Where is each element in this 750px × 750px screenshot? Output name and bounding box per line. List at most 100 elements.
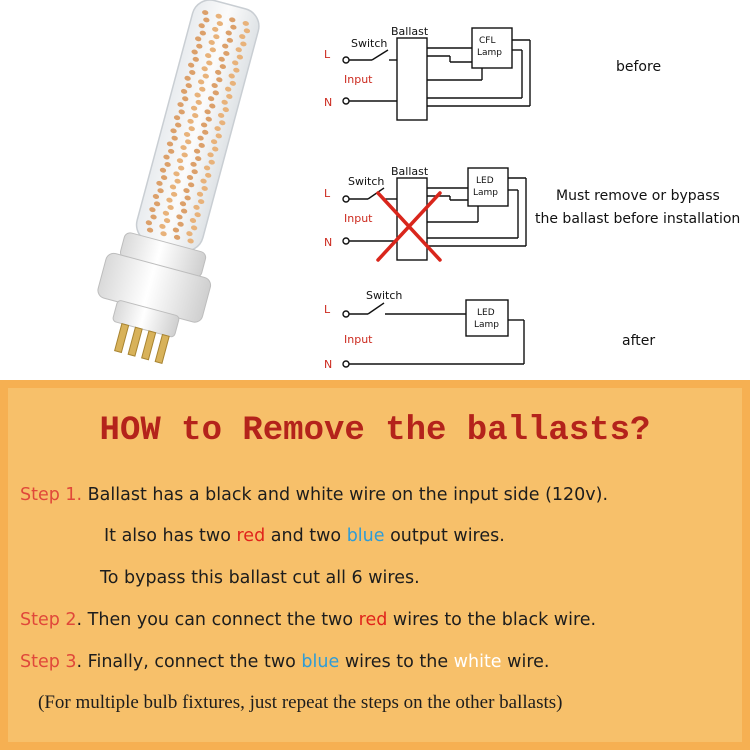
led-dot xyxy=(210,139,218,145)
step2-line: Step 2. Then you can connect the two red… xyxy=(20,610,596,630)
led-dot xyxy=(212,146,219,152)
led-dot xyxy=(226,94,233,99)
led-dot xyxy=(153,201,161,207)
led-dot xyxy=(170,191,178,197)
lamp-label-line2: Lamp xyxy=(474,320,499,330)
diagram-after xyxy=(342,299,525,368)
led-dot xyxy=(186,175,194,180)
led-dot xyxy=(194,212,201,218)
led-dot xyxy=(209,47,216,53)
step1-b-pre: It also has two xyxy=(104,526,237,546)
led-dot xyxy=(204,109,211,115)
step1-b-mid: and two xyxy=(265,526,347,546)
pin xyxy=(114,323,130,354)
led-dot xyxy=(156,180,163,186)
switch-label: Switch xyxy=(366,289,402,302)
led-lamp-box xyxy=(467,167,509,207)
led-dot xyxy=(199,30,206,36)
led-dot xyxy=(171,135,178,141)
switch-label: Switch xyxy=(351,37,387,50)
led-dot xyxy=(213,34,220,40)
switch-label: Switch xyxy=(348,175,384,188)
led-dot xyxy=(215,69,222,75)
step3-mid: wires to the xyxy=(339,652,454,672)
led-dot xyxy=(176,158,184,164)
led-dot xyxy=(198,199,205,205)
led-dot xyxy=(195,99,202,105)
led-dot xyxy=(200,122,208,128)
neutral-label: N xyxy=(324,96,332,109)
ballast-box xyxy=(396,37,428,121)
led-dot xyxy=(229,80,236,86)
led-dot xyxy=(203,17,210,23)
led-dot xyxy=(205,172,212,178)
led-dot xyxy=(221,99,228,105)
step1-line1: Step 1. Ballast has a black and white wi… xyxy=(20,485,608,505)
led-dot xyxy=(176,214,183,220)
note-bypass-line2: the ballast before installation xyxy=(535,211,741,227)
led-dot xyxy=(178,109,185,115)
led-dot xyxy=(195,156,202,162)
led-dot xyxy=(215,13,222,19)
step2-label: Step 2 xyxy=(20,610,77,630)
led-dot xyxy=(208,159,215,165)
howto-title: HOW to Remove the ballasts? xyxy=(99,412,651,450)
live-label: L xyxy=(324,303,331,316)
led-dot xyxy=(190,225,198,231)
led-dot xyxy=(185,83,192,89)
step3-blue: blue xyxy=(301,652,340,672)
wiring-diagrams: Switch Ballast CFL Lamp L Input N Switch… xyxy=(324,25,531,371)
led-dot xyxy=(198,142,205,148)
led-dot xyxy=(206,60,213,66)
bulb-plug xyxy=(112,300,180,338)
step3-pre: . Finally, connect the two xyxy=(76,652,302,672)
led-dot xyxy=(201,185,208,191)
led-dot xyxy=(193,204,200,210)
led-dot xyxy=(160,231,167,237)
led-dot xyxy=(149,207,156,213)
led-dot xyxy=(216,77,223,83)
step3-label: Step 3 xyxy=(20,652,77,672)
instruction-panel xyxy=(0,380,750,750)
led-dot xyxy=(202,10,209,16)
step2-pre: . Then you can connect the two xyxy=(76,610,359,630)
led-dot xyxy=(183,131,191,137)
input-label: Input xyxy=(344,212,373,225)
lamp-label-line1: LED xyxy=(477,308,495,318)
step3-white: white xyxy=(453,652,502,672)
led-dot xyxy=(207,152,214,158)
led-dot xyxy=(186,231,193,237)
pin xyxy=(127,326,143,357)
lamp-label-line1: CFL xyxy=(479,36,495,46)
led-dot xyxy=(211,83,218,88)
led-dot xyxy=(191,169,198,175)
led-dot xyxy=(212,26,219,32)
step2-mid: wires to the xyxy=(387,610,502,630)
led-dot xyxy=(196,191,204,197)
led-dot xyxy=(233,67,240,73)
led-dot xyxy=(188,182,195,188)
led-dot xyxy=(196,43,203,49)
led-dot xyxy=(197,135,204,141)
led-dot xyxy=(184,75,191,81)
pin xyxy=(141,330,157,361)
led-dot xyxy=(215,133,222,139)
pin xyxy=(154,333,170,364)
step1-b-blue: blue xyxy=(346,526,385,546)
led-dot xyxy=(181,152,188,158)
led-dot xyxy=(169,184,177,190)
led-dot xyxy=(240,41,247,47)
footnote: (For multiple bulb fixtures, just repeat… xyxy=(38,692,563,713)
step2-red: red xyxy=(358,610,388,630)
led-dot xyxy=(190,105,198,111)
led-dot xyxy=(218,56,225,62)
instruction-panel-inner xyxy=(8,388,742,742)
led-array xyxy=(145,10,251,244)
step2-black: black xyxy=(501,610,549,630)
step3-line: Step 3. Finally, connect the two blue wi… xyxy=(20,652,549,672)
input-label: Input xyxy=(344,73,373,86)
led-dot xyxy=(177,102,184,108)
led-dot xyxy=(192,56,199,62)
led-dot xyxy=(202,73,209,79)
input-label: Input xyxy=(344,333,373,346)
